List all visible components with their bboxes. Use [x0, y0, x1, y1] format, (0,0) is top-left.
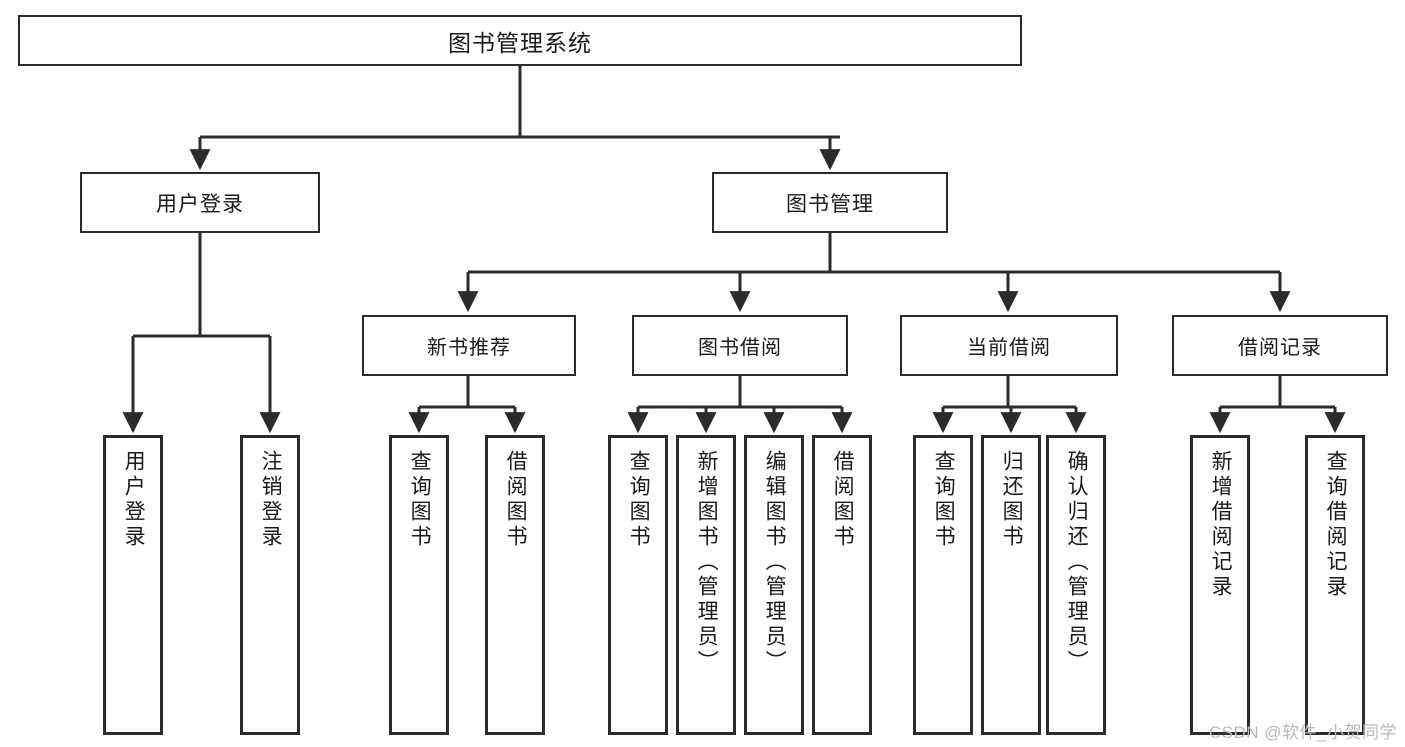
node-add-book-admin[interactable]: 新增图书（管理员） [676, 435, 736, 735]
node-query-book-2[interactable]: 查询图书 [608, 435, 668, 735]
node-confirm-return-admin[interactable]: 确认归还（管理员） [1046, 435, 1106, 735]
node-user-login[interactable]: 用户登录 [80, 172, 320, 233]
node-query-book-1[interactable]: 查询图书 [389, 435, 449, 735]
node-label: 查询图书 [408, 450, 432, 550]
node-label: 查询借阅记录 [1324, 450, 1348, 600]
node-label: 查询图书 [627, 450, 651, 550]
node-new-book-recommend[interactable]: 新书推荐 [362, 315, 576, 376]
node-book-borrow[interactable]: 图书借阅 [632, 315, 848, 376]
node-edit-book-admin[interactable]: 编辑图书（管理员） [744, 435, 804, 735]
node-label: 编辑图书（管理员） [763, 450, 787, 675]
node-book-management[interactable]: 图书管理 [712, 172, 948, 233]
node-borrow-book-2[interactable]: 借阅图书 [812, 435, 872, 735]
node-label: 借阅图书 [504, 450, 528, 550]
node-label: 用户登录 [122, 450, 146, 550]
node-query-book-3[interactable]: 查询图书 [913, 435, 973, 735]
node-root[interactable]: 图书管理系统 [18, 15, 1022, 66]
node-query-borrow-record[interactable]: 查询借阅记录 [1305, 435, 1365, 735]
node-label: 注销登录 [259, 450, 283, 550]
node-user-login-leaf[interactable]: 用户登录 [103, 435, 163, 735]
node-add-borrow-record[interactable]: 新增借阅记录 [1190, 435, 1250, 735]
node-label: 借阅图书 [831, 450, 855, 550]
node-return-book[interactable]: 归还图书 [981, 435, 1041, 735]
node-label: 查询图书 [932, 450, 956, 550]
node-label: 确认归还（管理员） [1065, 450, 1089, 675]
node-logout-leaf[interactable]: 注销登录 [240, 435, 300, 735]
node-label: 新增借阅记录 [1209, 450, 1233, 600]
csdn-watermark: CSDN @软件_小贺同学 [1208, 723, 1397, 742]
node-borrow-record[interactable]: 借阅记录 [1172, 315, 1388, 376]
node-label: 新增图书（管理员） [695, 450, 719, 675]
node-label: 归还图书 [1000, 450, 1024, 550]
node-borrow-book-1[interactable]: 借阅图书 [485, 435, 545, 735]
node-current-borrow[interactable]: 当前借阅 [900, 315, 1118, 376]
